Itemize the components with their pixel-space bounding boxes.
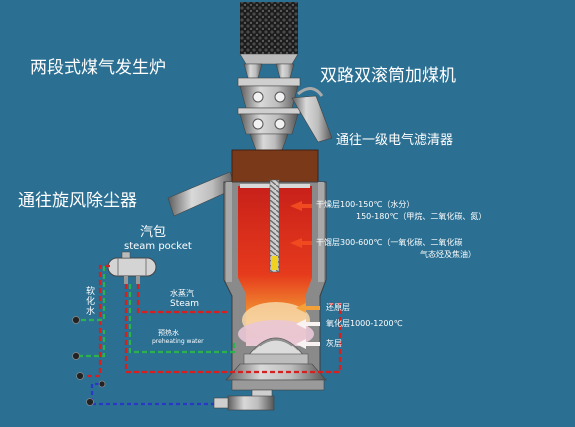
filter-outlet-pipe xyxy=(291,87,333,143)
water-steam-pipes xyxy=(78,264,342,406)
layer-reduction-label: 还原层 xyxy=(326,303,350,312)
steam-label-en: Steam xyxy=(170,299,200,309)
preheat-label-en: preheating water xyxy=(152,338,204,345)
layer-dry-detail: 150-180℃（甲烷、二氧化碳、氮） xyxy=(356,212,487,221)
preheat-label-cn: 预热水 xyxy=(158,329,179,337)
valves xyxy=(72,316,106,406)
steam-label-cn: 水蒸汽 xyxy=(170,289,194,298)
drum-label-en: steam pocket xyxy=(124,241,192,252)
layer-ash-label: 灰层 xyxy=(326,339,342,348)
filter-label: 通往一级电气滤清器 xyxy=(336,133,454,148)
feeder-label: 双路双滚筒加煤机 xyxy=(320,66,456,86)
layer-distill-detail: 气态烃及焦油） xyxy=(420,250,476,259)
furnace-base xyxy=(213,363,327,411)
soft-water-label: 软化水 xyxy=(84,286,94,316)
furnace-top-brick xyxy=(231,149,319,183)
layer-distill-label: 干馏层300-600℃（一氧化碳、二氧化碳 xyxy=(316,238,463,247)
layer-dry-label: 干燥层100-150℃（水分） xyxy=(316,200,415,209)
layer-oxidation-label: 氧化层1000-1200℃ xyxy=(326,319,403,328)
layer-pointers xyxy=(290,201,320,349)
coal-bunker xyxy=(239,2,299,79)
diagram-title: 两段式煤气发生炉 xyxy=(30,58,166,78)
cyclone-label: 通往旋风除尘器 xyxy=(18,191,137,211)
central-screw xyxy=(269,179,280,273)
drum-label-cn: 汽包 xyxy=(140,225,167,240)
steam-drum xyxy=(107,251,157,284)
grate-dome xyxy=(243,337,309,365)
double-roller-feeder xyxy=(237,77,301,159)
